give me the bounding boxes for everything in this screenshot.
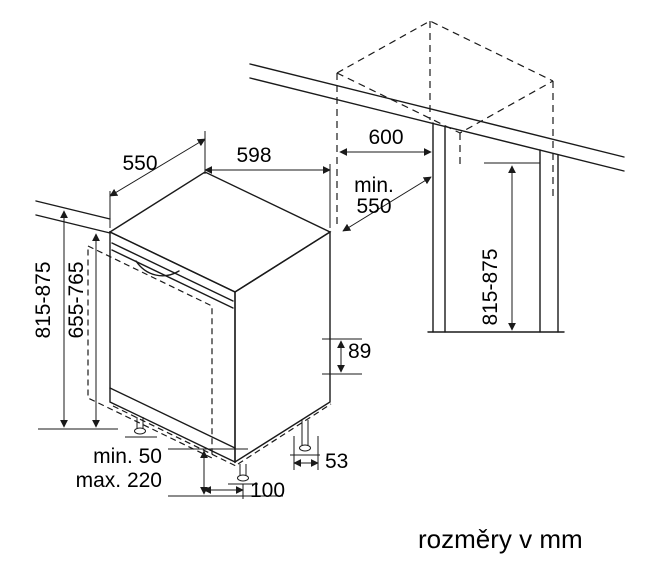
dimension-front-foot-offset: 100 — [203, 479, 285, 502]
dimension-niche-depth: min. 550 — [342, 174, 432, 232]
base-rear-height-label: 89 — [348, 340, 371, 363]
dimension-niche-width: 600 — [339, 126, 432, 156]
niche-depth-prefix-label: min. — [354, 174, 394, 197]
dimension-appliance-height: 815-875 — [32, 210, 118, 430]
niche-depth-value-label: 550 — [356, 195, 391, 218]
door-panel-height-label: 655-765 — [65, 261, 88, 338]
dimension-base-rear-height: 89 — [322, 338, 371, 375]
front-foot-offset-label: 100 — [250, 479, 285, 502]
rear-foot-offset-label: 53 — [325, 450, 348, 473]
foot-front-left — [125, 417, 157, 438]
countertop-lines — [35, 63, 625, 234]
plinth-min-label: min. 50 — [93, 445, 162, 468]
niche-outline-dashed — [336, 20, 554, 228]
dimension-appliance-width: 598 — [204, 144, 331, 228]
appliance-height-label: 815-875 — [32, 261, 55, 338]
niche-width-label: 600 — [368, 126, 403, 149]
dimension-appliance-depth: 550 — [109, 131, 206, 228]
door-handle — [135, 260, 180, 277]
foot-rear-right — [290, 420, 320, 456]
plinth-max-label: max. 220 — [76, 469, 162, 492]
cabinet-walls — [427, 122, 565, 333]
dimension-door-panel-height: 655-765 — [65, 233, 100, 428]
niche-height-label: 815-875 — [479, 248, 502, 325]
appliance-width-label: 598 — [236, 144, 271, 167]
unit-note: rozměry v mm — [418, 524, 583, 554]
appliance-depth-label: 550 — [122, 152, 157, 175]
dimension-rear-foot-offset: 53 — [293, 436, 348, 473]
dimension-niche-height: 815-875 — [479, 162, 540, 331]
furniture-panel-dashed — [87, 245, 332, 467]
